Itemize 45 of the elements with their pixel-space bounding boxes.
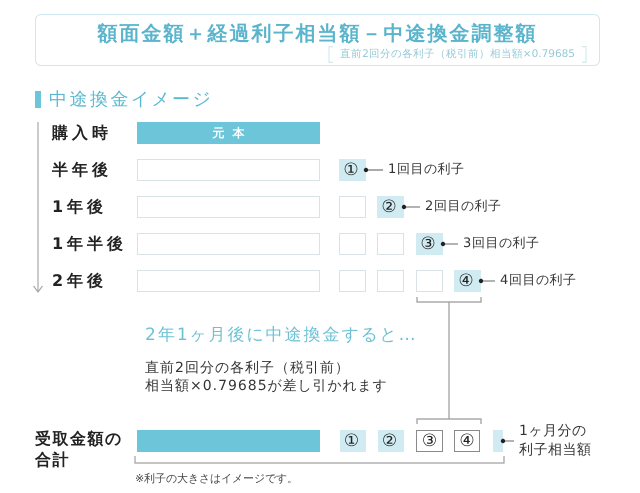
interest-tile: ③ — [416, 430, 443, 452]
partial-interest-tile — [493, 430, 503, 452]
footnote: ※利子の大きさはイメージです。 — [135, 471, 298, 486]
formula-note: 直前2回分の各利子（税引前）相当額×0.79685 — [340, 47, 575, 62]
leader-line — [364, 168, 384, 172]
empty-square — [377, 233, 404, 255]
interest-tile: ① — [340, 430, 366, 452]
leader-label: 1回目の利子 — [388, 159, 464, 181]
row-label: 1年半後 — [52, 233, 128, 255]
callout-heading: 2年1ヶ月後に中途換金すると… — [145, 324, 418, 347]
leader-label: 2回目の利子 — [425, 196, 502, 218]
empty-square — [377, 270, 404, 292]
leader-label: 4回目の利子 — [500, 270, 576, 292]
principal-bar: 元本 — [137, 122, 320, 144]
row-label: 半年後 — [52, 159, 112, 181]
empty-bar — [137, 270, 320, 292]
formula-text: 額面金額＋経過利子相当額－中途換金調整額 — [96, 21, 538, 45]
row-label: 2年後 — [52, 270, 108, 292]
empty-square — [339, 270, 366, 292]
leader-line — [478, 278, 496, 284]
empty-bar — [137, 233, 320, 255]
row-label: 購入時 — [52, 122, 112, 144]
leader-line — [440, 242, 458, 246]
empty-square — [416, 270, 443, 292]
row-label: 受取金額の合計 — [35, 428, 124, 470]
empty-bar — [137, 196, 320, 218]
interest-tile: ④ — [454, 270, 481, 292]
interest-tile: ② — [377, 196, 404, 218]
note-text: 直前2回分の各利子（税引前） — [145, 359, 350, 377]
interest-tile: ④ — [454, 430, 480, 452]
formula-box — [35, 14, 600, 66]
section-heading: 中途換金イメージ — [49, 88, 213, 112]
leader-label: 3回目の利子 — [463, 233, 540, 255]
leader-line — [500, 438, 514, 444]
interest-tile: ③ — [416, 233, 443, 255]
interest-tile: ② — [378, 430, 404, 452]
total-bar — [137, 430, 320, 452]
leader-label: 1ヶ月分の利子相当額 — [519, 422, 597, 460]
interest-tile: ① — [339, 159, 366, 181]
row-label: 1年後 — [52, 196, 108, 218]
leader-line — [402, 204, 420, 210]
empty-square — [339, 196, 366, 218]
empty-square — [339, 233, 366, 255]
empty-bar — [137, 159, 320, 181]
note-text: 相当額×0.79685が差し引かれます — [145, 377, 388, 395]
